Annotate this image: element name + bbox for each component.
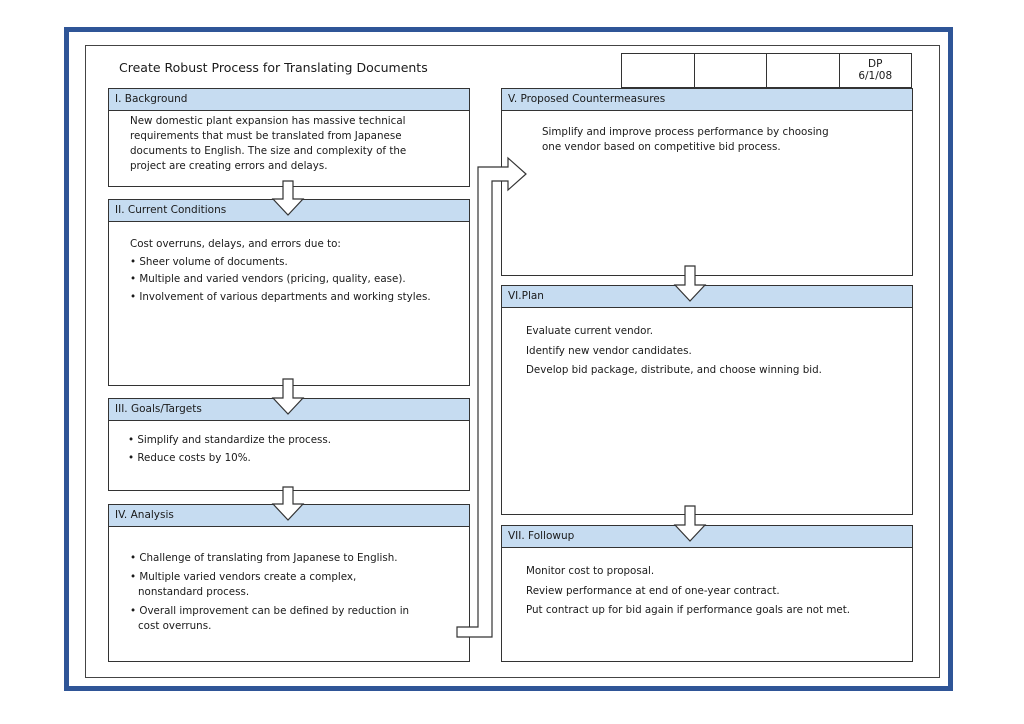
bullet-item: • Overall improvement can be defined by …	[130, 605, 410, 617]
body-line: Monitor cost to proposal.	[526, 565, 655, 577]
body-line: Put contract up for bid again if perform…	[526, 604, 851, 616]
body-line: Review performance at end of one-year co…	[526, 584, 780, 597]
section-countermeasures: V. Proposed Countermeasures Simplify and…	[501, 88, 913, 276]
bullet-item: • Sheer volume of documents.	[130, 255, 288, 268]
body-line: Evaluate current vendor.	[526, 325, 654, 337]
section-background: I. Background New domestic plant expansi…	[108, 88, 470, 187]
section-body: Cost overruns, delays, and errors due to…	[130, 236, 469, 306]
body-line: requirements that must be translated fro…	[130, 130, 402, 142]
section-plan: VI.Plan Evaluate current vendor. Identif…	[501, 285, 913, 515]
body-line: one vendor based on competitive bid proc…	[542, 141, 781, 153]
approval-stamp-table: DP 6/1/08	[621, 53, 912, 88]
bullet-item: • Simplify and standardize the process.	[128, 434, 332, 446]
bullet-item: • Multiple varied vendors create a compl…	[130, 571, 357, 583]
bullet-item: • Involvement of various departments and…	[130, 290, 431, 303]
stamp-cell	[767, 54, 840, 87]
section-followup: VII. Followup Monitor cost to proposal. …	[501, 525, 913, 662]
body-intro: Cost overruns, delays, and errors due to…	[130, 238, 341, 250]
stamp-date: 6/1/08	[858, 70, 893, 82]
section-analysis: IV. Analysis • Challenge of translating …	[108, 504, 470, 662]
body-line: Develop bid package, distribute, and cho…	[526, 364, 822, 376]
section-body: Monitor cost to proposal. Review perform…	[526, 562, 912, 621]
body-line: New domestic plant expansion has massive…	[130, 115, 406, 127]
section-body: New domestic plant expansion has massive…	[130, 114, 469, 174]
section-current-conditions: II. Current Conditions Cost overruns, de…	[108, 199, 470, 386]
bullet-continuation: cost overruns.	[138, 620, 212, 632]
section-heading: III. Goals/Targets	[109, 399, 469, 421]
section-heading: VII. Followup	[502, 526, 912, 548]
body-line: Identify new vendor candidates.	[526, 344, 692, 357]
body-line: Simplify and improve process performance…	[542, 126, 829, 138]
section-body: Simplify and improve process performance…	[542, 125, 912, 155]
bullet-item: • Reduce costs by 10%.	[128, 451, 251, 464]
section-goals-targets: III. Goals/Targets • Simplify and standa…	[108, 398, 470, 491]
stamp-initials: DP	[868, 58, 883, 70]
bullet-item: • Multiple and varied vendors (pricing, …	[130, 273, 406, 285]
section-body: • Challenge of translating from Japanese…	[130, 551, 469, 634]
stamp-cell	[622, 54, 695, 87]
bullet-continuation: nonstandard process.	[138, 586, 250, 598]
stamp-cell	[695, 54, 767, 87]
section-body: • Simplify and standardize the process. …	[128, 432, 469, 467]
section-heading: V. Proposed Countermeasures	[502, 89, 912, 111]
report-title: Create Robust Process for Translating Do…	[119, 60, 428, 75]
section-heading: I. Background	[109, 89, 469, 111]
stamp-cell-initials: DP 6/1/08	[840, 54, 912, 87]
section-heading: IV. Analysis	[109, 505, 469, 527]
bullet-item: • Challenge of translating from Japanese…	[130, 552, 398, 564]
section-heading: VI.Plan	[502, 286, 912, 308]
section-heading: II. Current Conditions	[109, 200, 469, 222]
section-body: Evaluate current vendor. Identify new ve…	[526, 322, 912, 381]
body-line: documents to English. The size and compl…	[130, 145, 407, 157]
body-line: project are creating errors and delays.	[130, 160, 328, 172]
